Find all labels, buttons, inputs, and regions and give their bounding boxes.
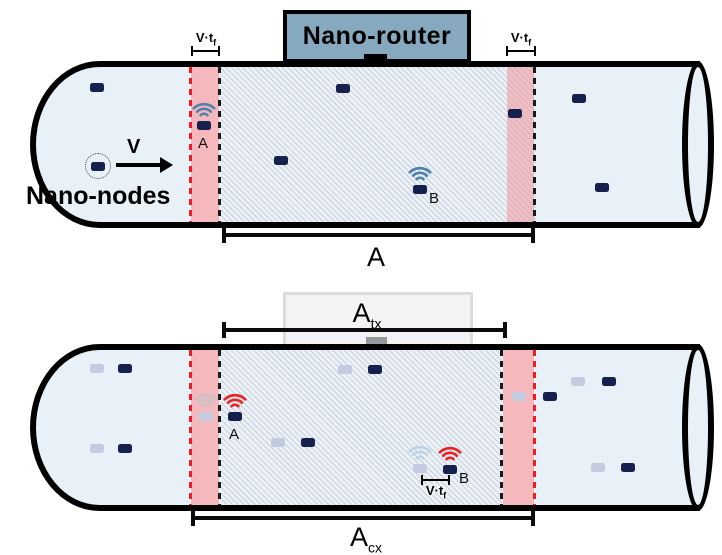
wifi-signal-icon xyxy=(407,443,433,463)
nano-node xyxy=(90,443,104,453)
nano-router-label: Nano-router xyxy=(302,22,452,50)
router-antenna-tab xyxy=(364,54,387,63)
nano-node xyxy=(90,82,104,92)
flush-band-exit-top xyxy=(507,67,534,222)
vtf-bracket xyxy=(421,475,450,485)
wifi-signal-icon xyxy=(193,391,219,411)
nano-node xyxy=(271,437,285,447)
nano-node xyxy=(413,184,427,194)
velocity-arrowhead-icon xyxy=(160,157,173,173)
red-dashed-line xyxy=(189,67,192,222)
vtf-label: V·tf xyxy=(195,30,217,48)
nano-node xyxy=(274,155,288,165)
wifi-signal-icon xyxy=(191,100,217,120)
area-bracket xyxy=(222,227,535,243)
flush-band-entry-bottom xyxy=(191,350,219,505)
flush-band-exit-bottom xyxy=(503,350,534,505)
nano-node xyxy=(571,376,585,386)
nano-node xyxy=(118,363,132,373)
nano-node xyxy=(197,120,211,130)
area-cx-bracket xyxy=(191,510,535,526)
nano-node xyxy=(508,108,522,118)
area-label: A xyxy=(366,242,386,272)
nano-node xyxy=(118,443,132,453)
black-dashed-line xyxy=(500,350,503,505)
nano-node xyxy=(301,437,315,447)
wifi-signal-icon xyxy=(407,164,433,184)
nano-node xyxy=(621,462,635,472)
nano-node xyxy=(336,83,350,93)
node-label: B xyxy=(429,190,440,207)
node-label: B xyxy=(459,470,470,487)
wifi-signal-icon xyxy=(222,391,248,411)
flush-band-entry-top xyxy=(191,67,219,222)
red-dashed-line xyxy=(189,350,192,505)
top-pipe-endcap xyxy=(682,61,714,228)
highlight-circle xyxy=(85,153,111,179)
vtf-bracket xyxy=(506,46,536,56)
black-dashed-line xyxy=(533,67,536,222)
nano-nodes-label: Nano-nodes xyxy=(26,182,171,210)
velocity-label: V xyxy=(127,136,141,158)
area-cx-label: Acx xyxy=(349,522,383,555)
nano-node xyxy=(595,182,609,192)
nano-node xyxy=(228,411,242,421)
nano-router-box: Nano-router xyxy=(283,10,471,63)
coverage-area-hatch-bottom xyxy=(221,350,502,505)
coverage-area-hatch-top xyxy=(221,67,536,222)
vtf-bracket xyxy=(191,46,220,56)
black-dashed-line xyxy=(218,67,221,222)
area-tx-bracket xyxy=(222,322,507,338)
red-dashed-line xyxy=(533,350,536,505)
nano-node xyxy=(512,391,526,401)
vtf-label: V·tf xyxy=(425,483,447,501)
vtf-label: V·tf xyxy=(510,30,532,48)
area-tx-label: Atx xyxy=(352,298,382,332)
bottom-pipe-endcap xyxy=(682,344,714,511)
nano-node xyxy=(572,93,586,103)
nano-node xyxy=(443,464,457,474)
wifi-signal-icon xyxy=(437,444,463,464)
nano-node xyxy=(543,391,557,401)
node-label: A xyxy=(229,426,240,443)
nano-node xyxy=(602,376,616,386)
nano-node xyxy=(413,463,427,473)
nano-node xyxy=(591,462,605,472)
nano-node xyxy=(91,161,105,171)
nano-node xyxy=(199,411,213,421)
nano-node xyxy=(90,363,104,373)
ghost-router-tab xyxy=(366,337,387,346)
nano-node xyxy=(338,364,352,374)
velocity-arrow xyxy=(116,163,162,167)
black-dashed-line xyxy=(218,350,221,505)
nano-node xyxy=(368,364,382,374)
node-label: A xyxy=(198,135,209,152)
